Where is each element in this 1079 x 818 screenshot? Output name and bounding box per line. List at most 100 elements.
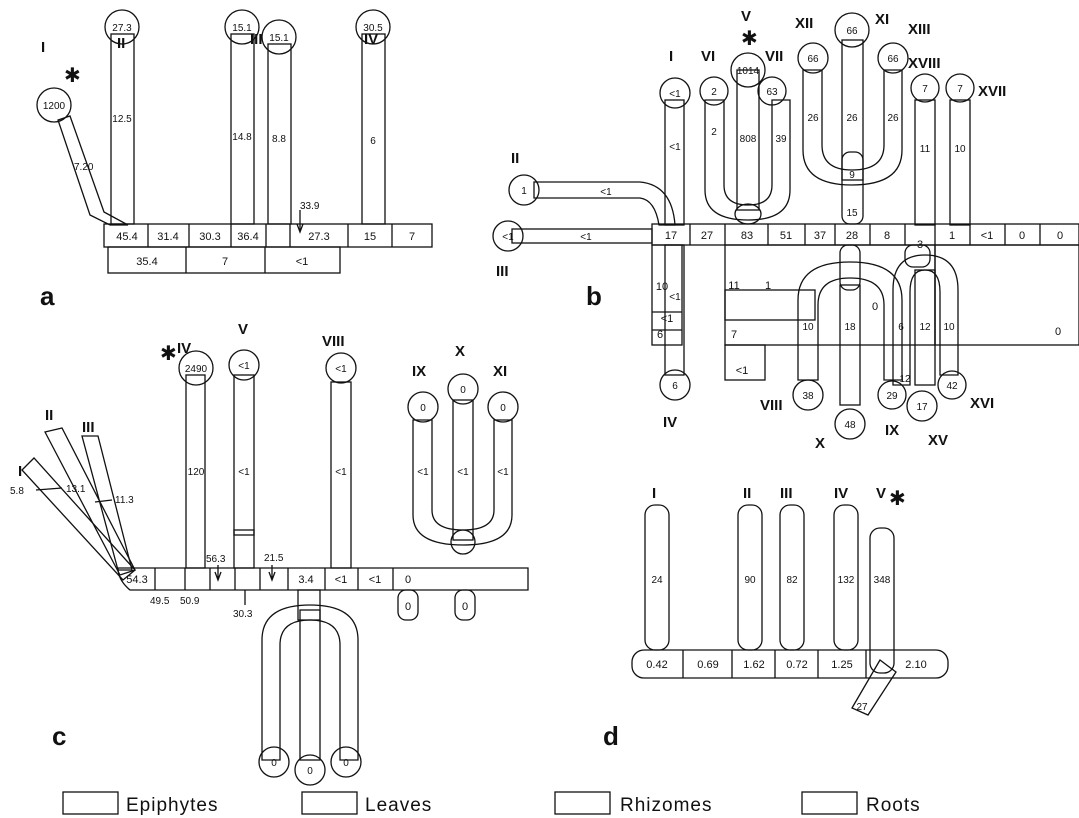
panel-b-riser-lower-value: 15 [846,208,858,219]
legend-item-leaves: Leaves [302,792,432,816]
panel-c-leaf-viii-value: <1 [335,467,347,478]
panel-b-numeral-ii: II [511,150,519,167]
panel-b-rhizome-8: 3 [917,239,923,251]
panel-b-numeral-xii: XII [795,15,813,32]
panel-b-epi-x: 48 [844,420,856,431]
panel-c-annotation-1: 5.8 [10,486,24,497]
panel-b-leaf-xi-value: 26 [846,113,858,124]
panel-d-leaf-4-value: 132 [838,575,855,586]
panel-a-epiphyte-5-value: 30.5 [363,23,383,34]
panel-b-root-1: 10 [656,281,668,293]
panel-d-leaf-2-value: 90 [744,575,756,586]
panel-b-leaf-ix-lower-value: 12 [899,374,911,385]
panel-b-leaf-xii-value: 26 [807,113,819,124]
panel-a-root-2: 7 [222,256,228,268]
panel-b-numeral-xv: XV [928,432,948,449]
panel-b-numeral-xviii: XVIII [908,55,941,72]
panel-a-annotation: 33.9 [300,201,320,212]
panel-c-annotation-2: 13.1 [66,484,86,495]
panel-b-numeral-xvii: XVII [978,83,1006,100]
star-icon: ✱ [741,28,758,50]
panel-b-leaf-4 [665,245,684,375]
panel-b-numeral-xvi: XVI [970,395,994,412]
panel-d-leaf-1-value: 24 [651,575,663,586]
star-icon: ✱ [64,65,81,87]
panel-b-leaf-iv-value: <1 [669,292,681,303]
panel-a-root-1: 35.4 [136,256,157,268]
panel-b-numeral-x: X [815,435,825,452]
panel-b-rhizome-2: 27 [701,230,713,242]
panel-c-numeral-ii: II [45,407,53,424]
panel-b-numeral-vii: VII [765,48,783,65]
panel-b-epi-vii: 63 [766,87,778,98]
panel-a-rhizome-8: 7 [409,231,415,243]
panel-b-leaf-group-xv-xvi [893,255,958,385]
panel-b-root-5: 1 [765,280,771,292]
panel-c-epi-lower-2: 0 [307,766,313,777]
legend: Epiphytes Leaves Rhizomes Roots [63,792,921,816]
panel-b-leaf-17 [950,100,970,225]
panel-c-rhizome-8: 0 [405,574,411,586]
panel-b-epi-xviii: 7 [922,84,928,95]
panel-c-leaf-x-value: <1 [457,467,469,478]
panel-d-rhizome-6: 2.10 [905,659,926,671]
panel-a-rhizome-2: 31.4 [157,231,178,243]
panel-c-annotation-7: 50.9 [180,596,200,607]
legend-item-roots: Roots [802,792,921,816]
panel-c-epi-ix: 0 [420,403,426,414]
panel-b-epi-viii: 38 [802,391,814,402]
panel-d-lower-value: 27 [856,702,868,713]
panel-b-epi-iii: <1 [502,232,514,243]
panel-a: I ✱ II III IV 1200 27.3 15.1 15.1 30.5 7… [37,10,432,311]
panel-b-numeral-v: V [741,8,751,25]
panel-c-root-2-value: 0 [462,601,468,613]
panel-c-annotation-3: 11.3 [115,495,134,506]
panel-b-leaf-i-value: <1 [669,142,681,153]
panel-b-leaf-xviii-value: 11 [920,144,931,155]
panel-d-numeral-iii: III [780,485,793,502]
panel-c-leaf-v-value: <1 [238,467,250,478]
legend-swatch-leaves [302,792,357,814]
panel-c-numeral-viii: VIII [322,333,345,350]
panel-a-leaf-5 [362,34,385,224]
panel-b-epi-xii: 66 [807,54,819,65]
panel-b-rhizome-1: 17 [665,230,677,242]
panel-c-leaf-group-lower [262,605,358,760]
panel-a-leaf-1-value: 7.20 [74,162,94,173]
panel-c-epi-x: 0 [460,385,466,396]
panel-b-numeral-vi: VI [701,48,715,65]
panel-b-epi-xvi: 42 [946,381,958,392]
panel-d-leaf-5 [870,528,894,673]
panel-b-leaf-11 [842,40,863,180]
panel-c-rhizome-6: <1 [335,574,348,586]
panel-a-epiphyte-1-value: 1200 [43,101,66,112]
panel-b-rhizome-7: 8 [884,230,890,242]
panel-a-rhizome-1: 45.4 [116,231,137,243]
panel-c-leaf-5 [234,375,254,535]
panel-b-rhizome-6: 28 [846,230,858,242]
panel-b-epi-ii: 1 [521,186,527,197]
panel-c-rhizome-5: 3.4 [298,574,313,586]
panel-b-numeral-iv: IV [663,414,677,431]
panel-b-rhizome-4: 51 [780,230,792,242]
panel-a-rhizome-7: 15 [364,231,376,243]
panel-c-annotation-8: 30.3 [233,609,253,620]
legend-label-rhizomes: Rhizomes [620,795,712,816]
panel-c-epi-iv: 2490 [185,364,208,375]
panel-c-annotation-6: 49.5 [150,596,170,607]
panel-c-numeral-i: I [18,463,22,480]
panel-b-label: b [586,281,602,311]
panel-c-leaf-iv-value: 120 [188,467,205,478]
panel-b-epi-xv: 17 [916,402,928,413]
panel-b-epi-iv: 6 [672,381,678,392]
legend-swatch-epiphytes [63,792,118,814]
panel-a-epiphyte-3-value: 15.1 [232,23,252,34]
panel-b-epi-ix: 29 [886,391,898,402]
panel-c-leaf-xi-value: <1 [497,467,509,478]
panel-b-leaf-1 [665,100,684,225]
panel-b-leaf-x-value: 18 [844,322,856,333]
legend-label-leaves: Leaves [365,795,432,816]
panel-b-leaf-xiii-value: 26 [887,113,899,124]
panel-c-annotation-4: 56.3 [206,554,226,565]
panel-a-label: a [40,281,55,311]
